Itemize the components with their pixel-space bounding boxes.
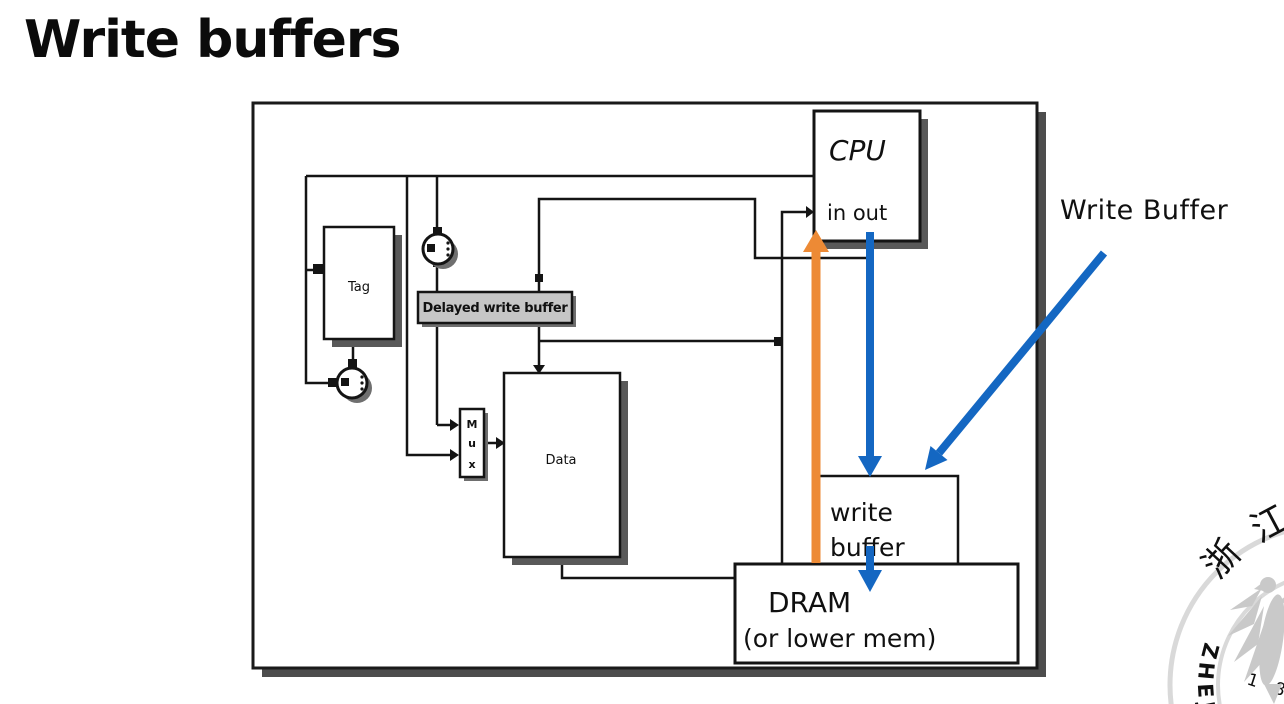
nub-comp1-top: [433, 227, 442, 236]
seal-char-2: 江: [1244, 498, 1284, 551]
mux-letter-m: M: [467, 418, 478, 431]
annotation-arrows: [803, 230, 1108, 592]
nub-comp2-top: [348, 359, 357, 368]
boxes: Tag Delayed write buffer M u x Data CPU …: [322, 109, 1020, 665]
mux-letter-u: u: [468, 437, 476, 450]
blue-diagonal-arrow-head: [925, 446, 948, 470]
wire-comparator-column: [435, 176, 450, 427]
blue-diagonal-arrow-line: [935, 250, 1108, 456]
data-box: [502, 371, 622, 559]
comparator1-dot: [446, 241, 450, 245]
mux-letter-x: x: [468, 458, 475, 471]
comparator1-icon: [421, 232, 455, 266]
seal-outer-ring: [1167, 529, 1284, 704]
tag-label: Tag: [347, 280, 370, 295]
orange-up-arrow-head: [803, 230, 829, 252]
comparator2-dot: [360, 381, 364, 385]
arrowhead-cpu-in: [806, 206, 814, 218]
arrowhead-data-top: [533, 365, 545, 374]
slide-title: Write buffers: [24, 10, 401, 70]
junction-tag-in: [313, 264, 323, 274]
cpu-ports-label: in out: [827, 201, 887, 225]
dram-label-2: (or lower mem): [743, 624, 936, 653]
mux-box: [458, 407, 486, 479]
tag-box: [322, 225, 396, 341]
wire-cpu-out-path: [537, 197, 868, 292]
seal-eagle-icon: [1228, 577, 1284, 704]
write-buffer-annotation: Write Buffer: [1060, 195, 1229, 226]
nub-comp2-left: [328, 378, 337, 387]
seal-inner-ring: [1216, 580, 1284, 704]
comparators: [335, 232, 458, 403]
seal-char-1: 浙: [1195, 532, 1250, 586]
arrowhead-mux-bottom: [450, 449, 459, 461]
dram-box: [733, 562, 1020, 665]
wire-left-vertical: [304, 176, 335, 385]
university-seal-watermark: ZHEJIANG 浙 江 1 8 9: [1167, 498, 1284, 704]
comparator2-mark: [341, 378, 349, 386]
wire-cpu-in-path: [780, 210, 806, 563]
data-label: Data: [545, 453, 576, 468]
wire-connectors: [313, 206, 814, 461]
arrowhead-data-left: [496, 437, 505, 449]
junction-vertical-bus: [774, 337, 783, 346]
junction-delayed-top: [535, 274, 543, 282]
delayed-write-buffer-label: Delayed write buffer: [422, 301, 568, 316]
comparator1-mark: [427, 244, 435, 252]
arrowhead-mux-top: [450, 419, 459, 431]
blue-down-arrow-head: [858, 456, 882, 477]
comparator2-dot: [360, 375, 364, 379]
dram-label-1: DRAM: [768, 586, 851, 619]
comparator1-dot: [446, 253, 450, 257]
comparator2-icon: [335, 366, 369, 400]
cpu-box: [812, 109, 922, 243]
cpu-label: CPU: [829, 134, 886, 167]
write-buffer-box: [817, 474, 960, 566]
blue-small-arrow-head: [858, 570, 882, 592]
delayed-write-buffer-box: [416, 290, 574, 325]
write-buffer-label-1: write: [830, 498, 893, 527]
wire-mux-lower-input: [405, 176, 450, 457]
wires: [304, 174, 868, 580]
comparator2-dot: [360, 387, 364, 391]
comparator1-dot: [446, 247, 450, 251]
wire-buffer-to-data: [537, 323, 779, 365]
